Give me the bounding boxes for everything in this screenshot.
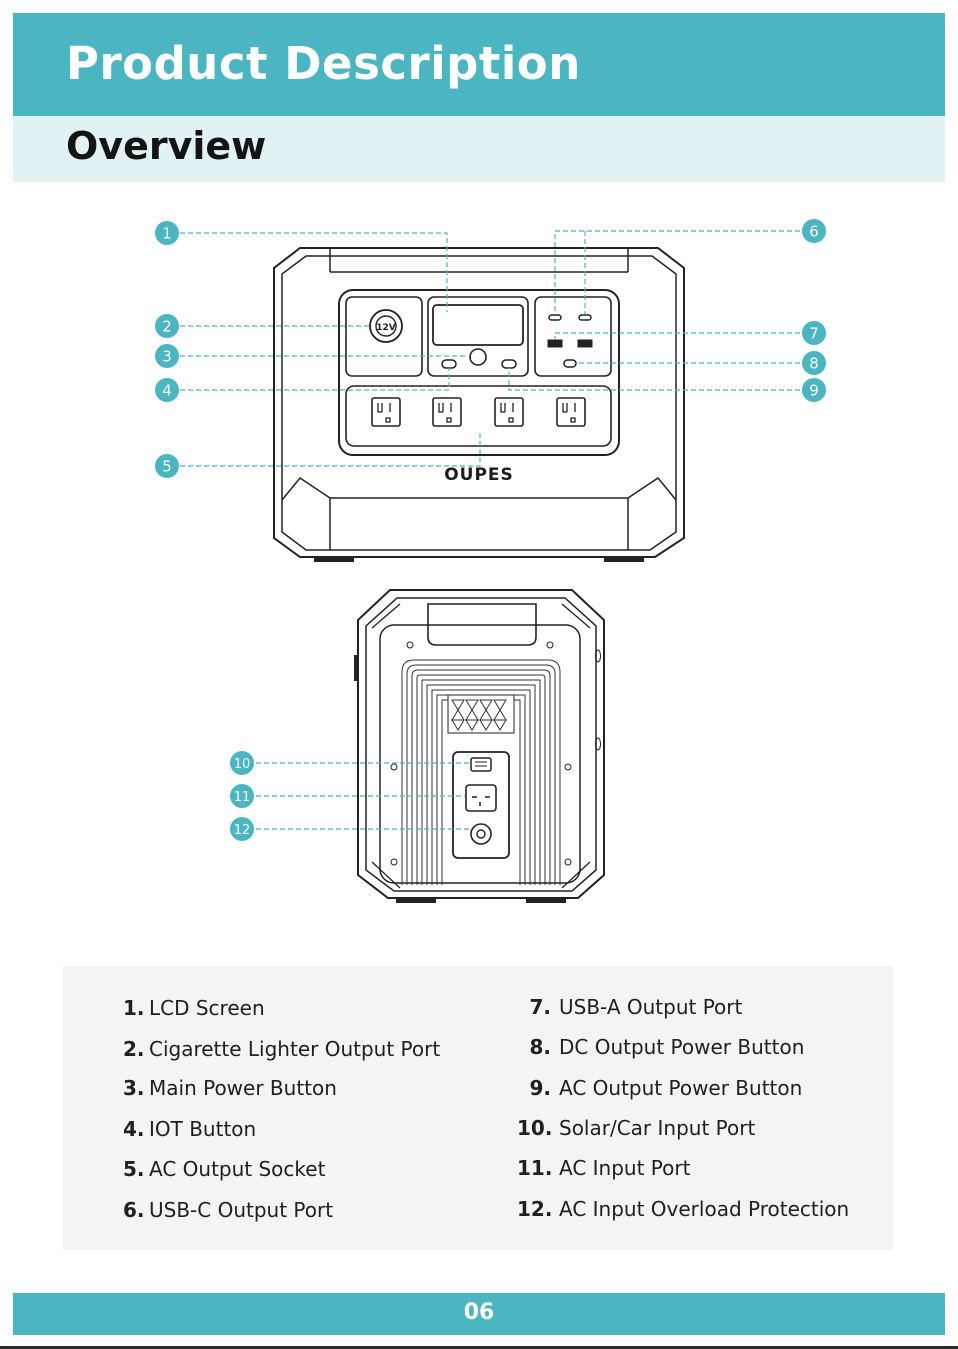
- legend-item: 6.USB-C Output Port: [123, 1198, 334, 1222]
- page-number: 06: [463, 1300, 495, 1325]
- page-title: Product Description: [66, 37, 581, 90]
- header-banner: Product Description: [13, 13, 945, 116]
- section-title: Overview: [66, 124, 267, 168]
- parts-legend: 1.LCD Screen 2.Cigarette Lighter Output …: [63, 966, 893, 1250]
- legend-item: 10.Solar/Car Input Port: [517, 1116, 756, 1140]
- front-view: 12V OUPES: [273, 247, 685, 562]
- back-view: [354, 589, 605, 903]
- callout-10: [230, 751, 254, 775]
- callout-2: [155, 314, 179, 338]
- legend-item: 7.USB-A Output Port: [529, 995, 743, 1019]
- svg-text:10: 10: [234, 757, 251, 772]
- svg-text:1: 1: [162, 225, 172, 243]
- callout-6: [802, 219, 826, 243]
- callout-markers: 1 2 3 4 5 6 7 8 9 10 11 12: [155, 219, 826, 841]
- svg-text:7: 7: [809, 325, 819, 343]
- svg-text:5: 5: [162, 458, 172, 476]
- callout-1: [155, 221, 179, 245]
- legend-item: 9.AC Output Power Button: [529, 1076, 803, 1100]
- callout-4: [155, 378, 179, 402]
- legend-item: 11.AC Input Port: [517, 1156, 691, 1180]
- legend-item: 1.LCD Screen: [123, 996, 265, 1020]
- callout-lines-front: [180, 230, 800, 467]
- svg-text:3: 3: [162, 348, 172, 366]
- section-header: Overview: [13, 116, 945, 182]
- legend-item: 3.Main Power Button: [123, 1076, 337, 1100]
- callout-9: [802, 378, 826, 402]
- svg-text:2: 2: [162, 318, 172, 336]
- brand-logo: OUPES: [444, 465, 514, 485]
- svg-text:4: 4: [162, 382, 172, 400]
- svg-text:12: 12: [234, 823, 251, 838]
- legend-item: 4.IOT Button: [123, 1117, 257, 1141]
- bottom-rule: [0, 1346, 958, 1349]
- legend-item: 2.Cigarette Lighter Output Port: [123, 1037, 441, 1061]
- svg-text:6: 6: [809, 223, 819, 241]
- callout-5: [155, 454, 179, 478]
- socket-label: 12V: [376, 323, 396, 333]
- legend-item: 8.DC Output Power Button: [529, 1035, 805, 1059]
- callout-lines-back: [256, 762, 471, 830]
- callout-12: [230, 817, 254, 841]
- footer-bar: 06: [13, 1293, 945, 1335]
- legend-item: 5.AC Output Socket: [123, 1157, 326, 1181]
- callout-7: [802, 321, 826, 345]
- svg-text:9: 9: [809, 382, 819, 400]
- callout-11: [230, 784, 254, 808]
- product-figure: 12V OUPES: [155, 219, 826, 903]
- svg-text:8: 8: [809, 355, 819, 373]
- svg-text:11: 11: [234, 790, 251, 805]
- callout-8: [802, 351, 826, 375]
- legend-item: 12.AC Input Overload Protection: [517, 1197, 850, 1221]
- callout-3: [155, 344, 179, 368]
